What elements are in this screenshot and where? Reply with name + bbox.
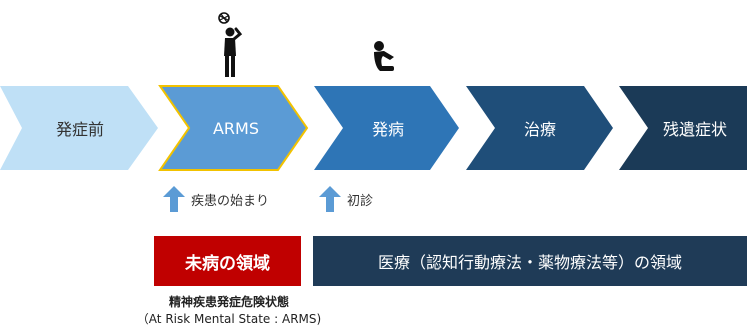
onset-marker: 疾患の始まり [163, 186, 269, 212]
stage-label-onset: 発病 [371, 120, 404, 139]
pre-illness-domain-band: 未病の領域 [154, 236, 301, 286]
medical-domain-band: 医療（認知行動療法・薬物療法等）の領域 [313, 236, 747, 286]
crouching-person-icon [374, 41, 394, 71]
standing-worried-person-icon [218, 12, 243, 77]
up-arrow-icon [163, 186, 185, 212]
first-visit-marker: 初診 [319, 186, 373, 212]
stage-label-arms: ARMS [212, 118, 260, 138]
arms-caption-line2: （At Risk Mental State : ARMS) [136, 312, 322, 326]
onset-marker-label: 疾患の始まり [191, 193, 270, 209]
first-visit-marker-label: 初診 [347, 193, 374, 209]
chevron-pre-onset [0, 86, 158, 170]
stage-label-residual: 残遺症状 [662, 120, 727, 139]
chevron-onset [314, 86, 459, 170]
chevron-arms [158, 85, 309, 171]
stage-label-pre-onset: 発症前 [55, 120, 104, 139]
stage-label-treatment: 治療 [523, 120, 556, 139]
chevron-residual [619, 86, 747, 170]
arms-caption-line1: 精神疾患発症危険状態 [168, 295, 289, 309]
chevron-treatment [466, 86, 613, 170]
up-arrow-icon [319, 186, 341, 212]
